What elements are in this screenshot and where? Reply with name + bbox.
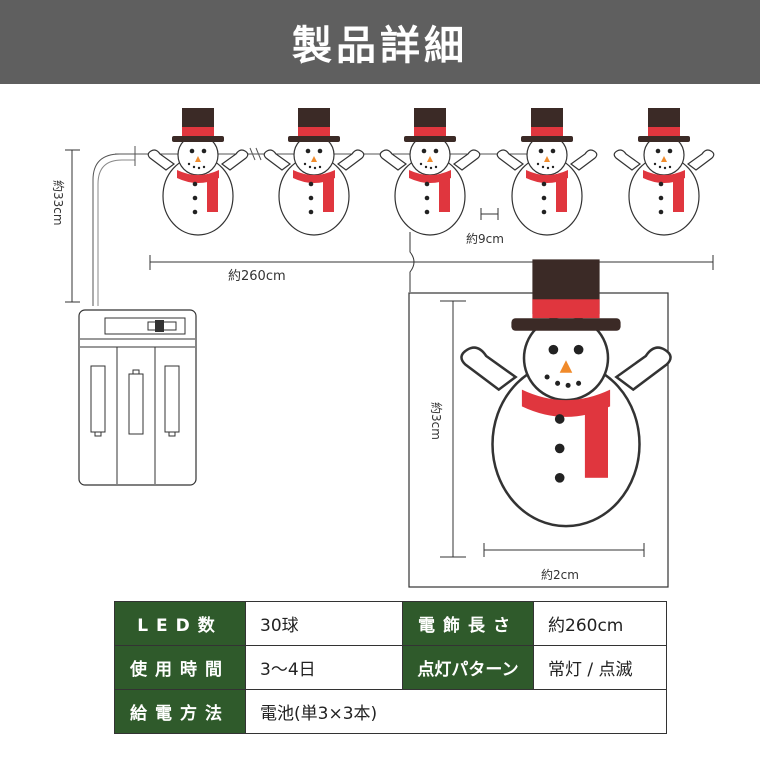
led-count-value: 30球 (245, 601, 403, 646)
spec-table: LED数 30球 電飾長さ 約260cm 使用時間 3〜4日 点灯パターン 常灯… (114, 601, 667, 734)
usage-time-label: 使用時間 (114, 645, 246, 690)
power-method-label: 給電方法 (114, 689, 246, 734)
snowman-light-5 (613, 107, 715, 236)
snowman-light-3 (379, 107, 481, 236)
light-pattern-label: 点灯パターン (402, 645, 534, 690)
spacing-label: 約9cm (466, 231, 504, 246)
snowman-light-2 (263, 107, 365, 236)
table-row: LED数 30球 電飾長さ 約260cm (114, 601, 667, 646)
led-count-label: LED数 (114, 601, 246, 646)
product-diagram: 約33cm 約260cm 約9cm 約3cm 約2cm (51, 107, 715, 588)
power-switch (147, 320, 177, 332)
light-pattern-value: 常灯 / 点滅 (533, 645, 667, 690)
power-method-value: 電池(単3×3本) (245, 689, 667, 734)
power-cord (92, 153, 135, 306)
battery-box (78, 309, 197, 486)
light-width-label: 約2cm (541, 567, 579, 582)
table-row: 給電方法 電池(単3×3本) (114, 689, 667, 734)
cord-length-label: 約33cm (51, 180, 66, 226)
header-bar: 製品詳細 (0, 0, 760, 84)
table-row: 使用時間 3〜4日 点灯パターン 常灯 / 点滅 (114, 645, 667, 690)
snowman-light-1 (147, 107, 249, 236)
length-label: 電飾長さ (402, 601, 534, 646)
length-value: 約260cm (533, 601, 667, 646)
snowman-light-4 (496, 107, 598, 236)
usage-time-value: 3〜4日 (245, 645, 403, 690)
light-height-label: 約3cm (429, 402, 444, 440)
page-title: 製品詳細 (292, 23, 468, 69)
total-length-label: 約260cm (228, 269, 286, 284)
